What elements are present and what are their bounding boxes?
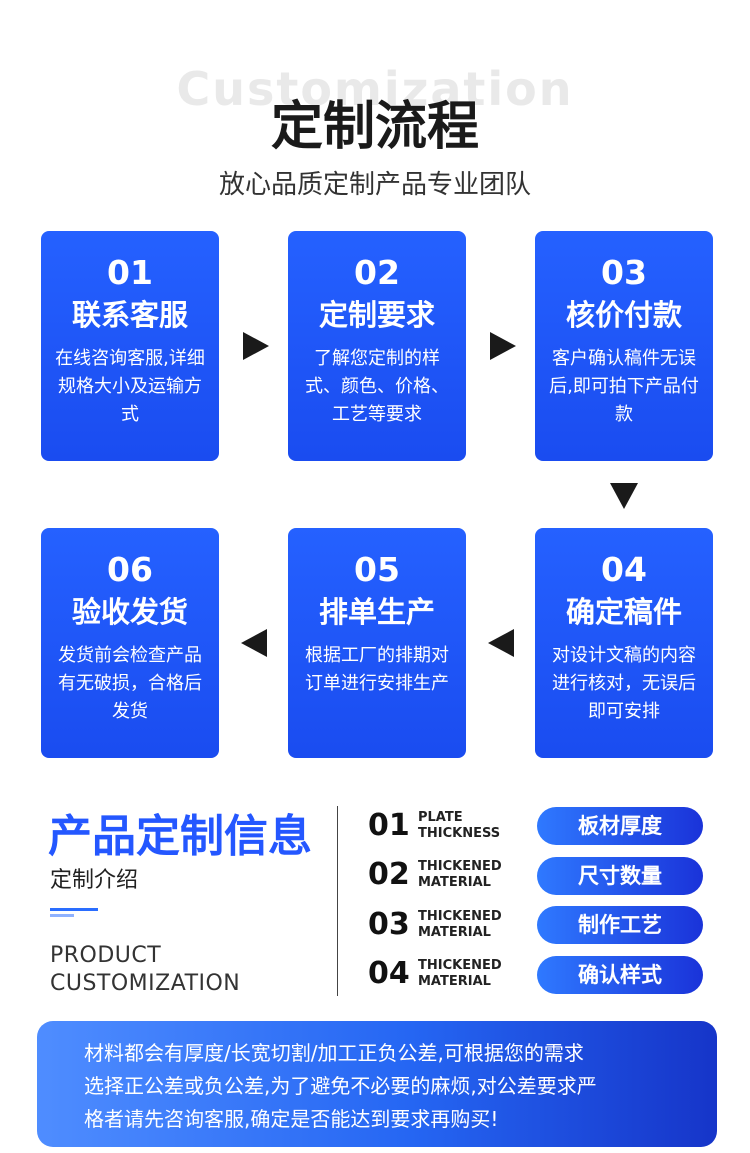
note-line: 材料都会有厚度/长宽切割/加工正负公差,可根据您的需求 [84, 1041, 584, 1065]
step-number: 04 [601, 550, 647, 589]
arrow-left-icon [488, 629, 514, 657]
arrow-right-icon [243, 332, 269, 360]
note-line: 格者请先咨询客服,确定是否能达到要求再购买! [84, 1107, 499, 1131]
info-row-english: THICKENED MATERIAL [418, 909, 502, 941]
info-row-english-line1: THICKENED [418, 958, 502, 973]
info-row-english: PLATE THICKNESS [418, 810, 500, 842]
step-name: 排单生产 [318, 595, 435, 629]
arrow-down-icon [610, 483, 638, 509]
info-row-english-line1: THICKENED [418, 909, 502, 924]
info-english-label: PRODUCT CUSTOMIZATION [50, 942, 240, 998]
info-row-english: THICKENED MATERIAL [418, 958, 502, 990]
step-name: 定制要求 [318, 298, 435, 332]
info-row-number: 03 [368, 907, 410, 942]
step-description: 客户确认稿件无误后,即可拍下产品付款 [549, 348, 699, 425]
step-card-06: 06 验收发货 发货前会检查产品有无破损，合格后发货 [41, 528, 219, 758]
info-english-line1: PRODUCT [50, 943, 162, 968]
decor-bar [50, 908, 98, 911]
info-row-english-line2: THICKNESS [418, 826, 501, 841]
step-name: 验收发货 [71, 595, 188, 629]
decor-bar-light [50, 914, 74, 917]
ghost-title-text: Customization [176, 62, 574, 116]
info-english-line2: CUSTOMIZATION [50, 971, 241, 996]
step-number: 01 [107, 253, 153, 292]
info-pill-thickness: 板材厚度 [537, 807, 703, 845]
note-line: 选择正公差或负公差,为了避免不必要的麻烦,对公差要求严 [84, 1074, 597, 1098]
info-row-english-line2: MATERIAL [418, 875, 491, 890]
page-subtitle: 放心品质定制产品专业团队 [218, 170, 531, 200]
step-number: 03 [601, 253, 647, 292]
arrow-left-icon [241, 629, 267, 657]
step-name: 确定稿件 [565, 595, 682, 629]
step-name: 核价付款 [565, 298, 682, 332]
step-description: 了解您定制的样式、颜色、价格、工艺等要求 [305, 348, 449, 425]
step-card-04: 04 确定稿件 对设计文稿的内容进行核对，无误后即可安排 [535, 528, 713, 758]
info-subtitle: 定制介绍 [50, 868, 139, 893]
info-row-english: THICKENED MATERIAL [418, 859, 502, 891]
info-row-number: 04 [368, 956, 410, 991]
step-description: 对设计文稿的内容进行核对，无误后即可安排 [552, 645, 696, 722]
step-card-03: 03 核价付款 客户确认稿件无误后,即可拍下产品付款 [535, 231, 713, 461]
divider-line [337, 806, 338, 996]
step-card-05: 05 排单生产 根据工厂的排期对订单进行安排生产 [288, 528, 466, 758]
info-row-english-line1: PLATE [418, 810, 463, 825]
step-description: 发货前会检查产品有无破损，合格后发货 [58, 645, 202, 722]
info-row-number: 02 [368, 857, 410, 892]
step-number: 02 [354, 253, 400, 292]
step-name: 联系客服 [71, 298, 188, 332]
info-row-english-line1: THICKENED [418, 859, 502, 874]
step-description: 在线咨询客服,详细规格大小及运输方式 [55, 348, 205, 425]
info-row-english-line2: MATERIAL [418, 925, 491, 940]
info-title: 产品定制信息 [48, 811, 312, 862]
step-card-02: 02 定制要求 了解您定制的样式、颜色、价格、工艺等要求 [288, 231, 466, 461]
step-card-01: 01 联系客服 在线咨询客服,详细规格大小及运输方式 [41, 231, 219, 461]
info-pill-craft: 制作工艺 [537, 906, 703, 944]
tolerance-note-box: 材料都会有厚度/长宽切割/加工正负公差,可根据您的需求 选择正公差或负公差,为了… [37, 1021, 717, 1147]
step-number: 05 [354, 550, 400, 589]
step-number: 06 [107, 550, 153, 589]
info-pill-size: 尺寸数量 [537, 857, 703, 895]
step-description: 根据工厂的排期对订单进行安排生产 [305, 645, 449, 694]
info-pill-style: 确认样式 [537, 956, 703, 994]
arrow-right-icon [490, 332, 516, 360]
info-row-english-line2: MATERIAL [418, 974, 491, 989]
info-row-number: 01 [368, 808, 410, 843]
page-title: 定制流程 [270, 97, 479, 157]
